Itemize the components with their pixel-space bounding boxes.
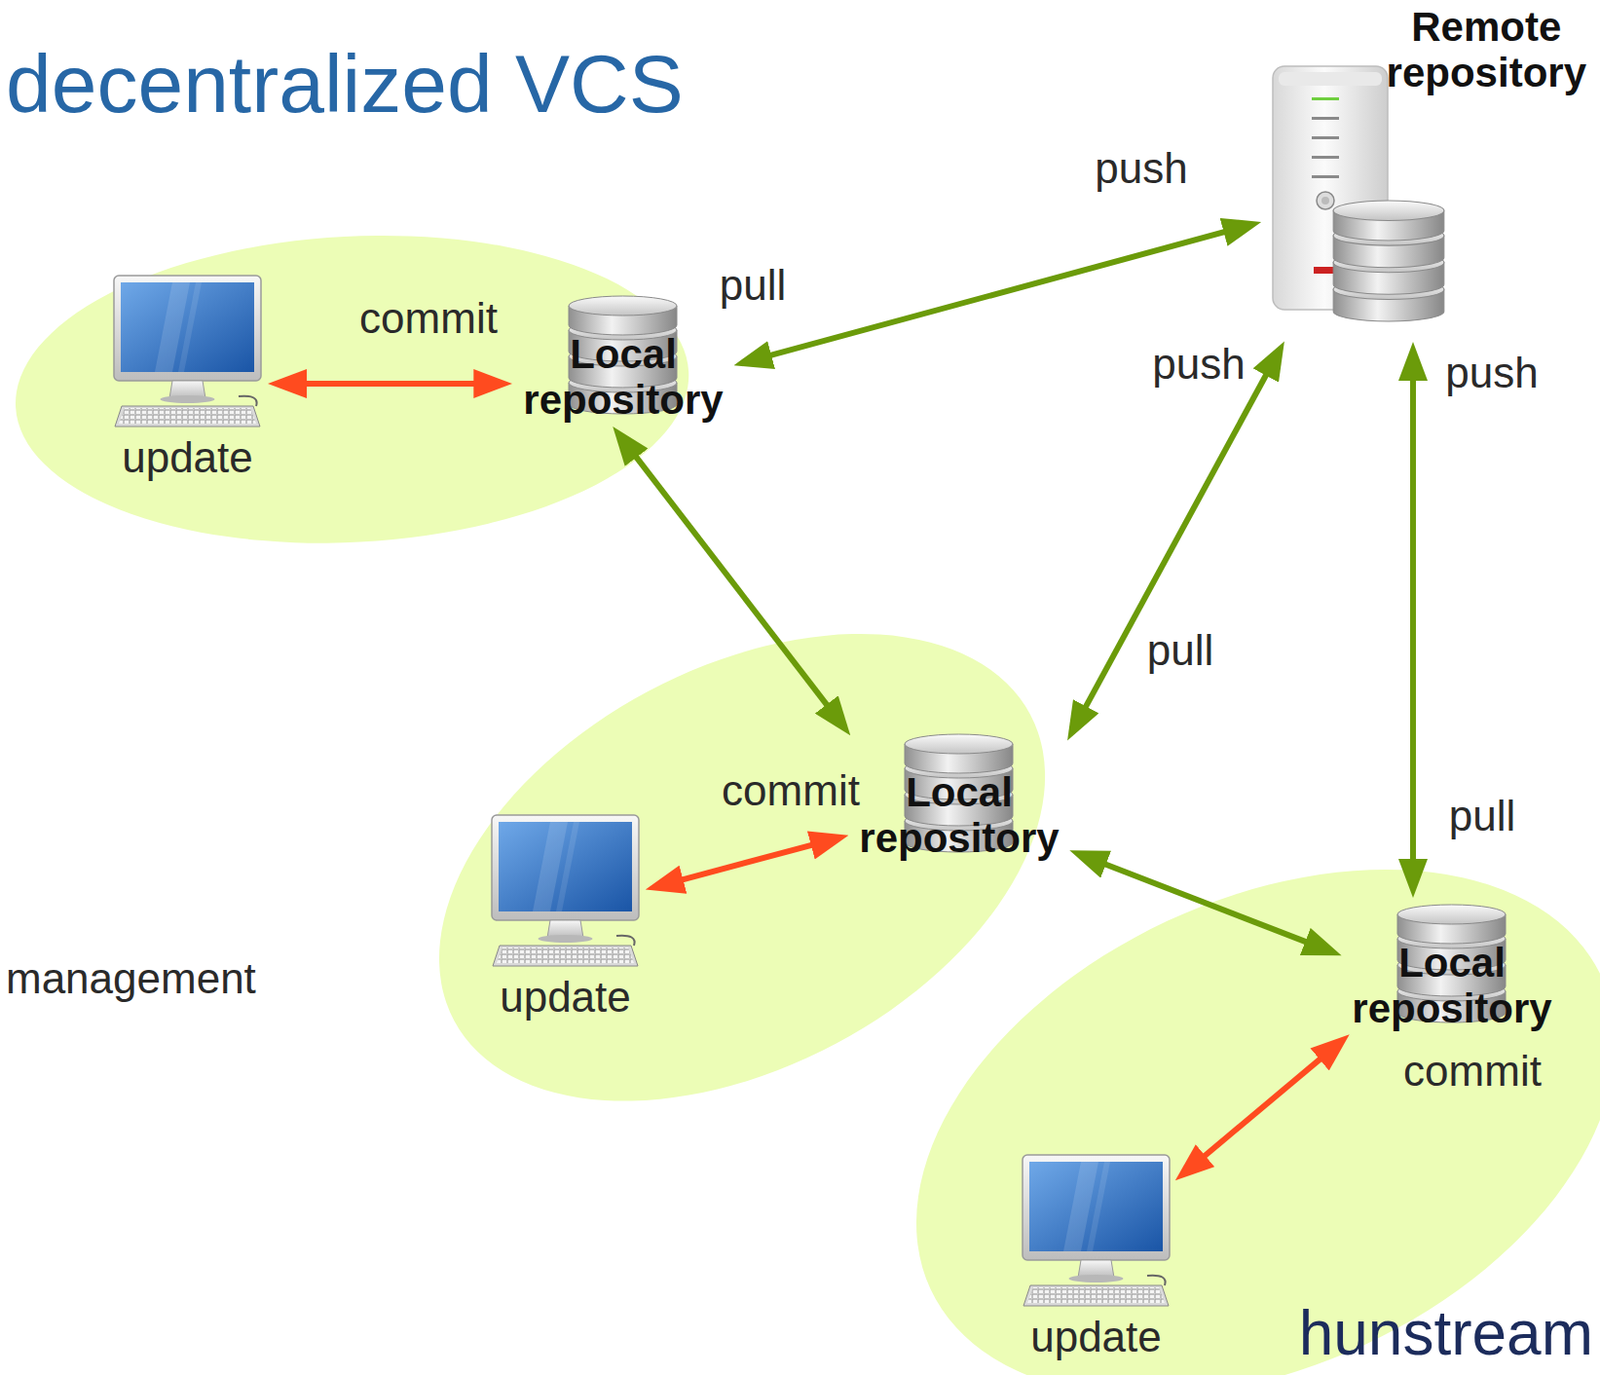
- brand-mark: hunstream: [1299, 1298, 1594, 1371]
- store-name: Local repository: [1351, 902, 1552, 1032]
- workstation-zone: updateLocal repository: [15, 235, 689, 544]
- computer-picture: [489, 813, 641, 969]
- action-label: commit: [1403, 1046, 1542, 1097]
- server-tower: Remote repository: [1265, 3, 1593, 337]
- store-name: Local repository: [858, 732, 1059, 861]
- sync-arrow: [287, 380, 493, 387]
- workstation-zone: updateLocal repository: [439, 633, 1045, 1102]
- database-stack: Local repository: [853, 732, 1065, 861]
- slide-heading: decentralized VCS: [5, 38, 684, 129]
- note-label: management: [5, 954, 257, 1005]
- machine-caption: update: [489, 972, 641, 1023]
- computer-icon: update: [1020, 1153, 1172, 1363]
- server-picture: [1270, 64, 1452, 328]
- computer-icon: update: [111, 273, 263, 484]
- computer-picture: [111, 273, 263, 430]
- machine-caption: update: [111, 433, 263, 484]
- note-label: pull: [1147, 626, 1215, 676]
- sync-arrow: [1190, 1046, 1335, 1168]
- action-label: push: [1445, 348, 1538, 399]
- action-label: commit: [359, 294, 498, 344]
- computer-picture: [1020, 1153, 1172, 1309]
- store-name: Local repository: [522, 294, 723, 423]
- action-label: push: [1094, 144, 1188, 194]
- sync-arrow: [624, 442, 839, 720]
- sync-arrow: [1410, 361, 1416, 879]
- machine-caption: update: [1020, 1312, 1172, 1363]
- action-label: push: [1152, 339, 1245, 390]
- sync-arrow: [1077, 358, 1276, 724]
- sync-arrow: [1087, 856, 1324, 949]
- sync-arrow: [664, 840, 830, 886]
- action-label: commit: [721, 766, 860, 817]
- store-name: Remote repository: [1386, 3, 1587, 96]
- database-stack: Local repository: [1345, 902, 1558, 1032]
- note-label: pull: [1449, 791, 1517, 842]
- database-stack: Local repository: [517, 294, 729, 423]
- computer-icon: update: [489, 813, 641, 1023]
- note-label: pull: [719, 260, 787, 311]
- zone-ellipse: [831, 764, 1600, 1375]
